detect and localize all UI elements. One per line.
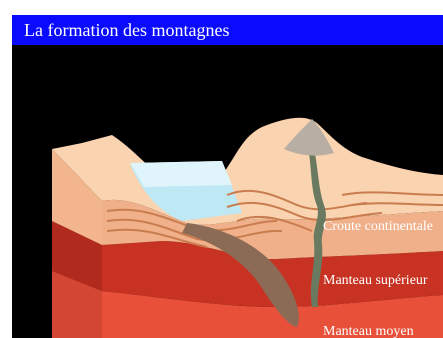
cross-section-illustration	[12, 45, 443, 338]
title-bar: La formation des montagnes	[12, 15, 443, 45]
cross-section-scene: Croute continentale Manteau supérieur Ma…	[12, 45, 443, 338]
ocean-shallow	[130, 161, 232, 187]
page-title: La formation des montagnes	[24, 20, 229, 40]
crust-label: Croute continentale	[323, 219, 433, 235]
middle-mantle-label: Manteau moyen	[323, 324, 414, 338]
upper-mantle-label: Manteau supérieur	[323, 273, 428, 289]
